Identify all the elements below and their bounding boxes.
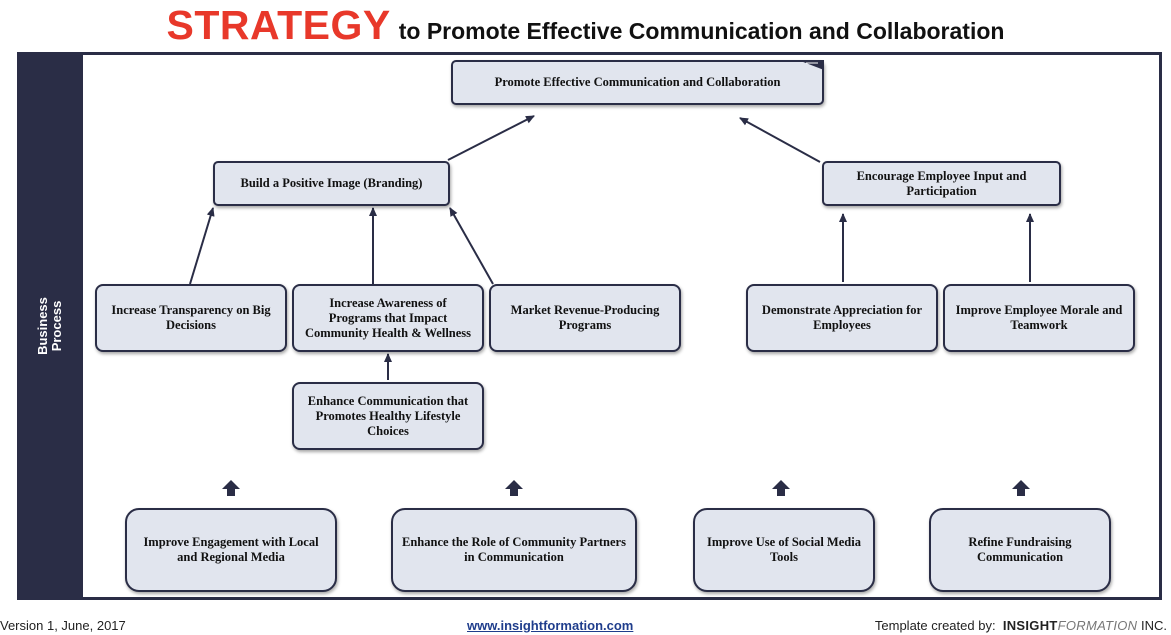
arrow-market-to-branding bbox=[449, 207, 494, 285]
node-market: Market Revenue-Producing Programs bbox=[489, 284, 681, 352]
corner-tab-icon bbox=[798, 60, 824, 70]
up-arrow-icon bbox=[505, 480, 523, 496]
node-media: Improve Engagement with Local and Region… bbox=[125, 508, 337, 592]
node-partners-label: Enhance the Role of Community Partners i… bbox=[402, 535, 626, 564]
page-title: STRATEGY to Promote Effective Communicati… bbox=[0, 2, 1171, 49]
title-highlight: STRATEGY bbox=[166, 2, 391, 48]
node-morale: Improve Employee Morale and Teamwork bbox=[943, 284, 1135, 352]
node-appreciation-label: Demonstrate Appreciation for Employees bbox=[761, 303, 923, 332]
node-branding: Build a Positive Image (Branding) bbox=[213, 161, 450, 206]
title-rest: to Promote Effective Communication and C… bbox=[398, 18, 1005, 44]
brand-suffix: INC. bbox=[1141, 618, 1167, 633]
node-goal-label: Promote Effective Communication and Coll… bbox=[494, 75, 781, 89]
node-social-label: Improve Use of Social Media Tools bbox=[707, 535, 861, 564]
node-healthy-label: Enhance Communication that Promotes Heal… bbox=[307, 393, 469, 438]
brand-bold: INSIGHT bbox=[1002, 618, 1058, 633]
version-text: Version 1, June, 2017 bbox=[0, 618, 126, 633]
template-credit: Template created by: INSIGHTFORMATION IN… bbox=[875, 618, 1167, 633]
node-goal: Promote Effective Communication and Coll… bbox=[451, 60, 824, 105]
node-social: Improve Use of Social Media Tools bbox=[693, 508, 875, 592]
node-employee-input: Encourage Employee Input and Participati… bbox=[822, 161, 1061, 206]
node-employee-input-label: Encourage Employee Input and Participati… bbox=[856, 168, 1027, 198]
node-fundraising-label: Refine Fundraising Communication bbox=[968, 535, 1072, 564]
node-awareness: Increase Awareness of Programs that Impa… bbox=[292, 284, 484, 352]
node-transparency-label: Increase Transparency on Big Decisions bbox=[111, 303, 271, 332]
up-arrow-icon bbox=[772, 480, 790, 496]
node-awareness-label: Increase Awareness of Programs that Impa… bbox=[304, 295, 472, 340]
node-fundraising: Refine Fundraising Communication bbox=[929, 508, 1111, 592]
node-transparency: Increase Transparency on Big Decisions bbox=[95, 284, 287, 352]
arrow-input-to-goal bbox=[739, 117, 821, 163]
website-link[interactable]: www.insightformation.com bbox=[467, 618, 634, 633]
node-partners: Enhance the Role of Community Partners i… bbox=[391, 508, 637, 592]
node-appreciation: Demonstrate Appreciation for Employees bbox=[746, 284, 938, 352]
up-arrow-icon bbox=[222, 480, 240, 496]
sidebar: Business Process bbox=[17, 52, 83, 600]
node-healthy: Enhance Communication that Promotes Heal… bbox=[292, 382, 484, 450]
brand-light: FORMATION bbox=[1057, 618, 1138, 633]
node-morale-label: Improve Employee Morale and Teamwork bbox=[955, 303, 1123, 332]
up-arrow-icon bbox=[1012, 480, 1030, 496]
credit-text: Template created by: bbox=[874, 618, 996, 633]
node-market-label: Market Revenue-Producing Programs bbox=[510, 303, 660, 332]
arrow-transparency-to-branding bbox=[189, 207, 215, 285]
arrow-branding-to-goal bbox=[447, 115, 535, 161]
node-media-label: Improve Engagement with Local and Region… bbox=[143, 535, 319, 564]
node-branding-label: Build a Positive Image (Branding) bbox=[240, 176, 423, 190]
